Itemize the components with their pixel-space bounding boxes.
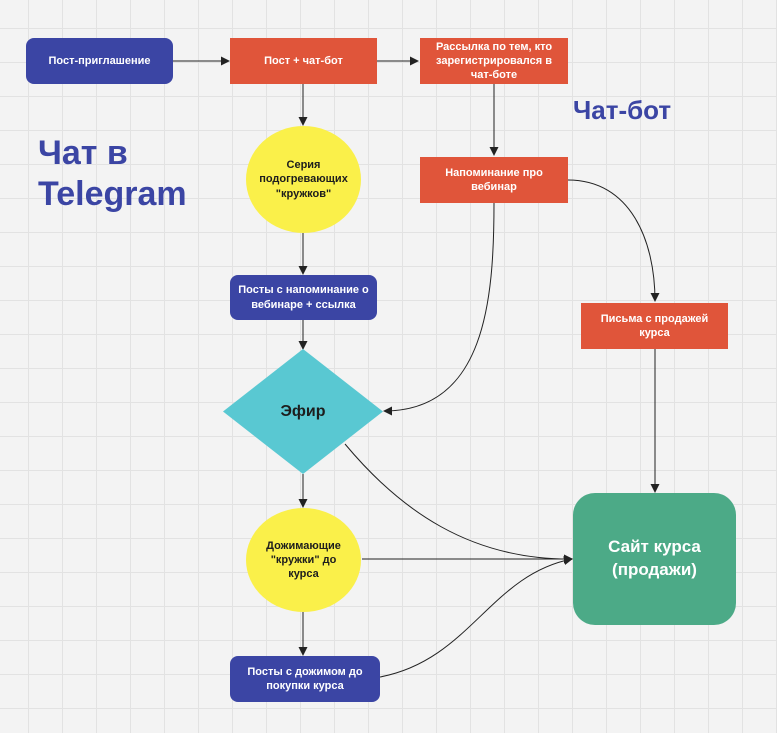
closing-circles-node[interactable]: Дожимающие "кружки" до курса bbox=[246, 508, 361, 612]
sales-letters-node[interactable]: Письма с продажей курса bbox=[581, 303, 728, 349]
live-decision-node[interactable]: Эфир bbox=[223, 349, 383, 474]
reminder-posts-node[interactable]: Посты с напоминание о вебинаре + ссылка bbox=[230, 275, 377, 320]
edge-reminder-to-sales-letters bbox=[567, 179, 660, 302]
edge-live-to-site bbox=[344, 443, 573, 564]
chatbot-title: Чат-бот bbox=[573, 95, 672, 125]
invite-post-node[interactable]: Пост-приглашение bbox=[26, 38, 173, 84]
live-label: Эфир bbox=[280, 402, 326, 420]
closing-posts-node[interactable]: Посты с дожимом до покупки курса bbox=[230, 656, 380, 702]
webinar-reminder-node[interactable]: Напоминание про вебинар bbox=[420, 157, 568, 203]
edge-closing-posts-to-site bbox=[379, 556, 573, 678]
mailing-node[interactable]: Рассылка по тем, кто зарегистрировался в… bbox=[420, 38, 568, 84]
edge-reminder-to-live bbox=[383, 202, 495, 416]
warmup-circles-node[interactable]: Серия подогревающих "кружков" bbox=[246, 126, 361, 233]
telegram-chat-title: Чат в Telegram bbox=[38, 134, 187, 214]
course-site-node[interactable]: Сайт курса (продажи) bbox=[573, 493, 736, 625]
post-chatbot-node[interactable]: Пост + чат-бот bbox=[230, 38, 377, 84]
